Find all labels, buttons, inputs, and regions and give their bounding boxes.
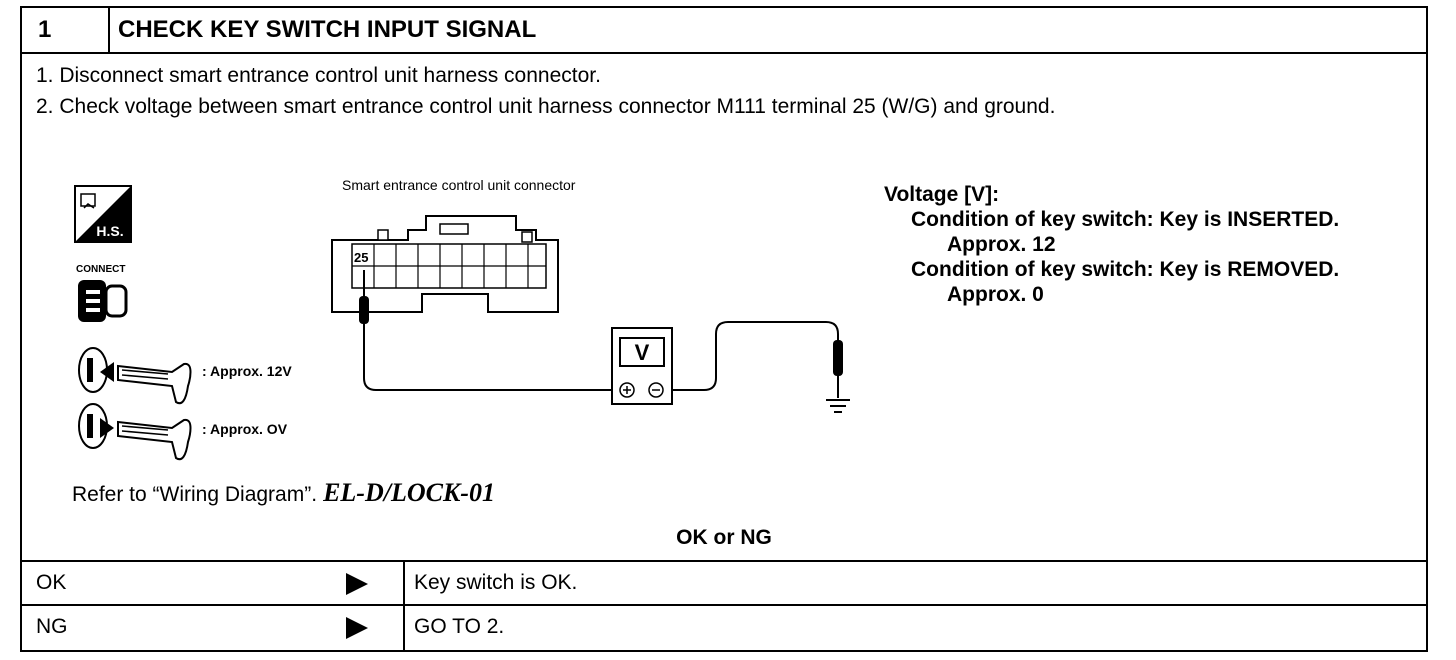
voltage-value-removed: Approx. 0 bbox=[947, 283, 1044, 306]
wiring-diagram: H.S. CONNECT : Approx. 12V : A bbox=[74, 177, 850, 461]
key-removed-icon bbox=[78, 403, 192, 461]
step-header: 1 CHECK KEY SWITCH INPUT SIGNAL bbox=[22, 8, 1426, 54]
probe-negative bbox=[672, 321, 843, 398]
row-divider bbox=[403, 606, 405, 650]
ok-or-ng-label: OK or NG bbox=[676, 526, 772, 549]
refer-code: EL-D/LOCK-01 bbox=[323, 478, 495, 507]
connect-icon bbox=[78, 280, 128, 322]
voltage-condition-inserted: Condition of key switch: Key is INSERTED… bbox=[911, 208, 1340, 231]
voltmeter-icon: V bbox=[611, 327, 673, 405]
connect-label: CONNECT bbox=[76, 264, 125, 275]
connector-shape bbox=[331, 215, 559, 313]
arrow-right-icon bbox=[346, 573, 368, 595]
procedure-table: 1 CHECK KEY SWITCH INPUT SIGNAL 1. Disco… bbox=[20, 6, 1428, 652]
hs-icon: H.S. bbox=[74, 185, 132, 243]
result-label: OK bbox=[36, 571, 67, 594]
arrow-right-icon bbox=[346, 617, 368, 639]
probe-positive bbox=[359, 270, 612, 391]
row-divider bbox=[403, 562, 405, 606]
meter-label: V bbox=[635, 340, 650, 365]
result-row-ng: NG GO TO 2. bbox=[22, 604, 1426, 650]
instruction-1: 1. Disconnect smart entrance control uni… bbox=[36, 64, 601, 87]
instruction-2: 2. Check voltage between smart entrance … bbox=[36, 95, 1056, 118]
connector-title: Smart entrance control unit connector bbox=[342, 177, 576, 193]
step-title: CHECK KEY SWITCH INPUT SIGNAL bbox=[118, 16, 537, 43]
result-label: NG bbox=[36, 615, 68, 638]
step-number: 1 bbox=[22, 8, 110, 52]
refer-text: Refer to “Wiring Diagram”. bbox=[72, 483, 318, 506]
voltage-value-inserted: Approx. 12 bbox=[947, 233, 1056, 256]
result-row-ok: OK Key switch is OK. bbox=[22, 560, 1426, 606]
hs-label: H.S. bbox=[96, 223, 123, 239]
key-removed-value: : Approx. OV bbox=[202, 421, 288, 437]
key-inserted-value: : Approx. 12V bbox=[202, 363, 292, 379]
voltage-heading: Voltage [V]: bbox=[884, 183, 1000, 206]
wiring-diagram-reference: Refer to “Wiring Diagram”.EL-D/LOCK-01 bbox=[72, 478, 495, 508]
ground-icon bbox=[826, 399, 850, 413]
result-action: GO TO 2. bbox=[414, 615, 505, 638]
result-action: Key switch is OK. bbox=[414, 571, 578, 594]
key-inserted-icon bbox=[78, 347, 192, 405]
voltage-condition-removed: Condition of key switch: Key is REMOVED. bbox=[911, 258, 1340, 281]
terminal-25-label: 25 bbox=[354, 250, 368, 265]
